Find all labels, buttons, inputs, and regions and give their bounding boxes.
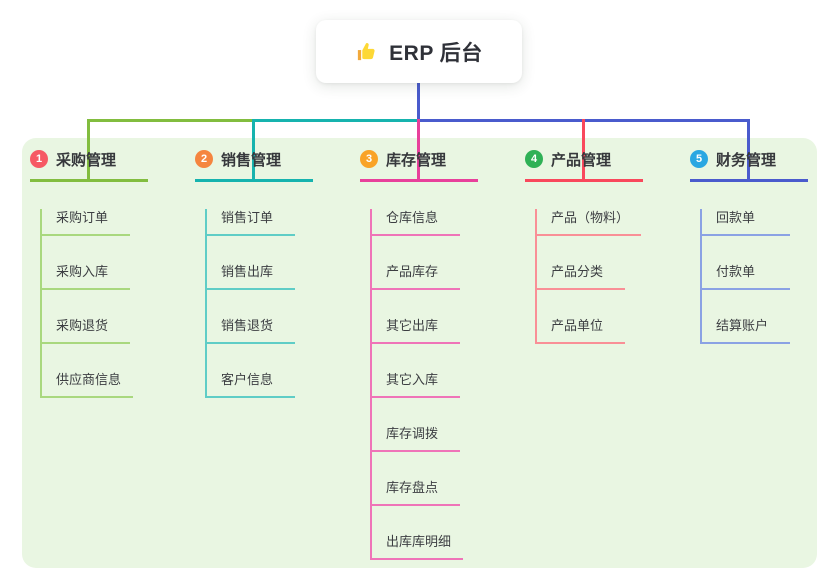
thumbs-up-icon: [355, 40, 378, 63]
branch-title: 财务管理: [716, 151, 777, 169]
branch-header: 2 销售管理: [195, 148, 313, 182]
mindmap-child-node: 产品库存: [372, 263, 460, 290]
mindmap-branch: 1 采购管理 采购订单采购入库采购退货供应商信息: [30, 148, 165, 560]
mindmap-child-node: 销售订单: [207, 209, 295, 236]
mindmap-child-node: 产品单位: [537, 317, 625, 344]
mindmap-child-node: 仓库信息: [372, 209, 460, 236]
mindmap-child-node: 采购订单: [42, 209, 130, 236]
mindmap-branch: 5 财务管理 回款单付款单结算账户: [690, 148, 825, 560]
branch-number-badge: 3: [360, 150, 378, 168]
mindmap-child-node: 其它入库: [372, 371, 460, 398]
branch-header: 5 财务管理: [690, 148, 808, 182]
branch-title: 销售管理: [221, 151, 282, 169]
branch-title: 采购管理: [56, 151, 117, 169]
mindmap-child-node: 销售出库: [207, 263, 295, 290]
connector-trunk-segment-1: [87, 119, 255, 122]
mindmap-branch: 4 产品管理 产品（物料） 产品分类产品单位: [525, 148, 660, 560]
branch-number-badge: 5: [690, 150, 708, 168]
mindmap-child-node: 库存调拨: [372, 425, 460, 452]
connector-drop-branch-5: [747, 119, 750, 182]
branch-number-badge: 4: [525, 150, 543, 168]
branch-children: 回款单付款单结算账户: [700, 209, 825, 344]
mindmap-child-node: 产品分类: [537, 263, 625, 290]
connector-drop-branch-3: [417, 119, 420, 182]
branch-number-badge: 2: [195, 150, 213, 168]
mindmap-child-node: 供应商信息: [42, 371, 134, 398]
mindmap-child-node: 付款单: [702, 263, 790, 290]
root-label: ERP 后台: [389, 41, 483, 65]
mindmap-child-node: 回款单: [702, 209, 790, 236]
mindmap-child-node: 库存盘点: [372, 479, 460, 506]
mindmap-child-node: 客户信息: [207, 371, 295, 398]
branch-header: 1 采购管理: [30, 148, 148, 182]
connector-drop-branch-1: [87, 119, 90, 182]
branch-children: 销售订单销售出库销售退货客户信息: [205, 209, 330, 398]
branch-title: 库存管理: [386, 151, 447, 169]
branch-title: 产品管理: [551, 151, 612, 169]
mindmap-child-node: 其它出库: [372, 317, 460, 344]
branch-children: 仓库信息产品库存其它出库其它入库库存调拨库存盘点出库库明细: [370, 209, 495, 560]
mindmap-child-node: 采购退货: [42, 317, 130, 344]
branch-header: 3 库存管理: [360, 148, 478, 182]
connector-drop-branch-2: [252, 119, 255, 182]
branch-number-badge: 1: [30, 150, 48, 168]
root-node: ERP 后台: [316, 20, 522, 83]
mindmap-child-node: 出库库明细: [372, 533, 464, 560]
branches-row: 1 采购管理 采购订单采购入库采购退货供应商信息 2 销售管理 销售订单销售出库…: [30, 148, 825, 560]
connector-trunk-segment-2: [255, 119, 418, 122]
mindmap-branch: 2 销售管理 销售订单销售出库销售退货客户信息: [195, 148, 330, 560]
mindmap-child-node: 结算账户: [702, 317, 790, 344]
branch-children: 采购订单采购入库采购退货供应商信息: [40, 209, 165, 398]
mindmap-child-node: 采购入库: [42, 263, 130, 290]
mindmap-branch: 3 库存管理 仓库信息产品库存其它出库其它入库库存调拨库存盘点出库库明细: [360, 148, 495, 560]
connector-root: [417, 83, 420, 119]
branch-header: 4 产品管理: [525, 148, 643, 182]
branch-children: 产品（物料） 产品分类产品单位: [535, 209, 660, 344]
mindmap-child-node: 产品（物料）: [537, 209, 642, 236]
branches-panel: [22, 138, 817, 568]
mindmap-child-node: 销售退货: [207, 317, 295, 344]
connector-drop-branch-4: [582, 119, 585, 182]
